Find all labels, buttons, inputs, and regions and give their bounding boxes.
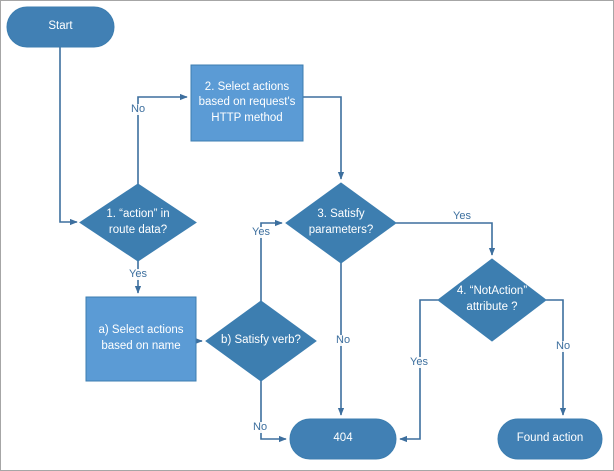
node-step1[interactable]	[79, 183, 197, 262]
edge-stepb-no-404	[260, 381, 287, 443]
edge-step2-to-step3	[303, 96, 345, 180]
edge-label-step1-no: No	[130, 103, 147, 115]
edge-label-step3-no: No	[335, 334, 352, 346]
node-start[interactable]	[6, 6, 115, 48]
edge-label-step1-yes: Yes	[128, 268, 148, 280]
node-step2[interactable]	[190, 64, 304, 142]
edge-stepb-yes-step3	[260, 219, 283, 301]
edge-step1-no-step2	[137, 93, 188, 184]
edge-step3-yes-step4	[396, 222, 496, 256]
edge-label-stepb-no: No	[252, 421, 269, 433]
edge-start-to-step1	[59, 47, 78, 226]
node-found-action[interactable]	[497, 418, 603, 460]
node-stepb[interactable]	[205, 300, 317, 382]
edge-label-step3-yes: Yes	[452, 210, 472, 222]
edge-step4-no-found	[546, 299, 567, 416]
node-404[interactable]	[289, 418, 397, 460]
node-step4[interactable]	[437, 258, 547, 342]
edge-label-step4-yes: Yes	[409, 356, 429, 368]
edge-label-step4-no: No	[555, 340, 572, 352]
node-stepa[interactable]	[85, 296, 197, 382]
edge-label-stepb-yes: Yes	[251, 226, 271, 238]
node-step3[interactable]	[285, 182, 397, 264]
edge-step4-yes-404	[399, 299, 438, 443]
